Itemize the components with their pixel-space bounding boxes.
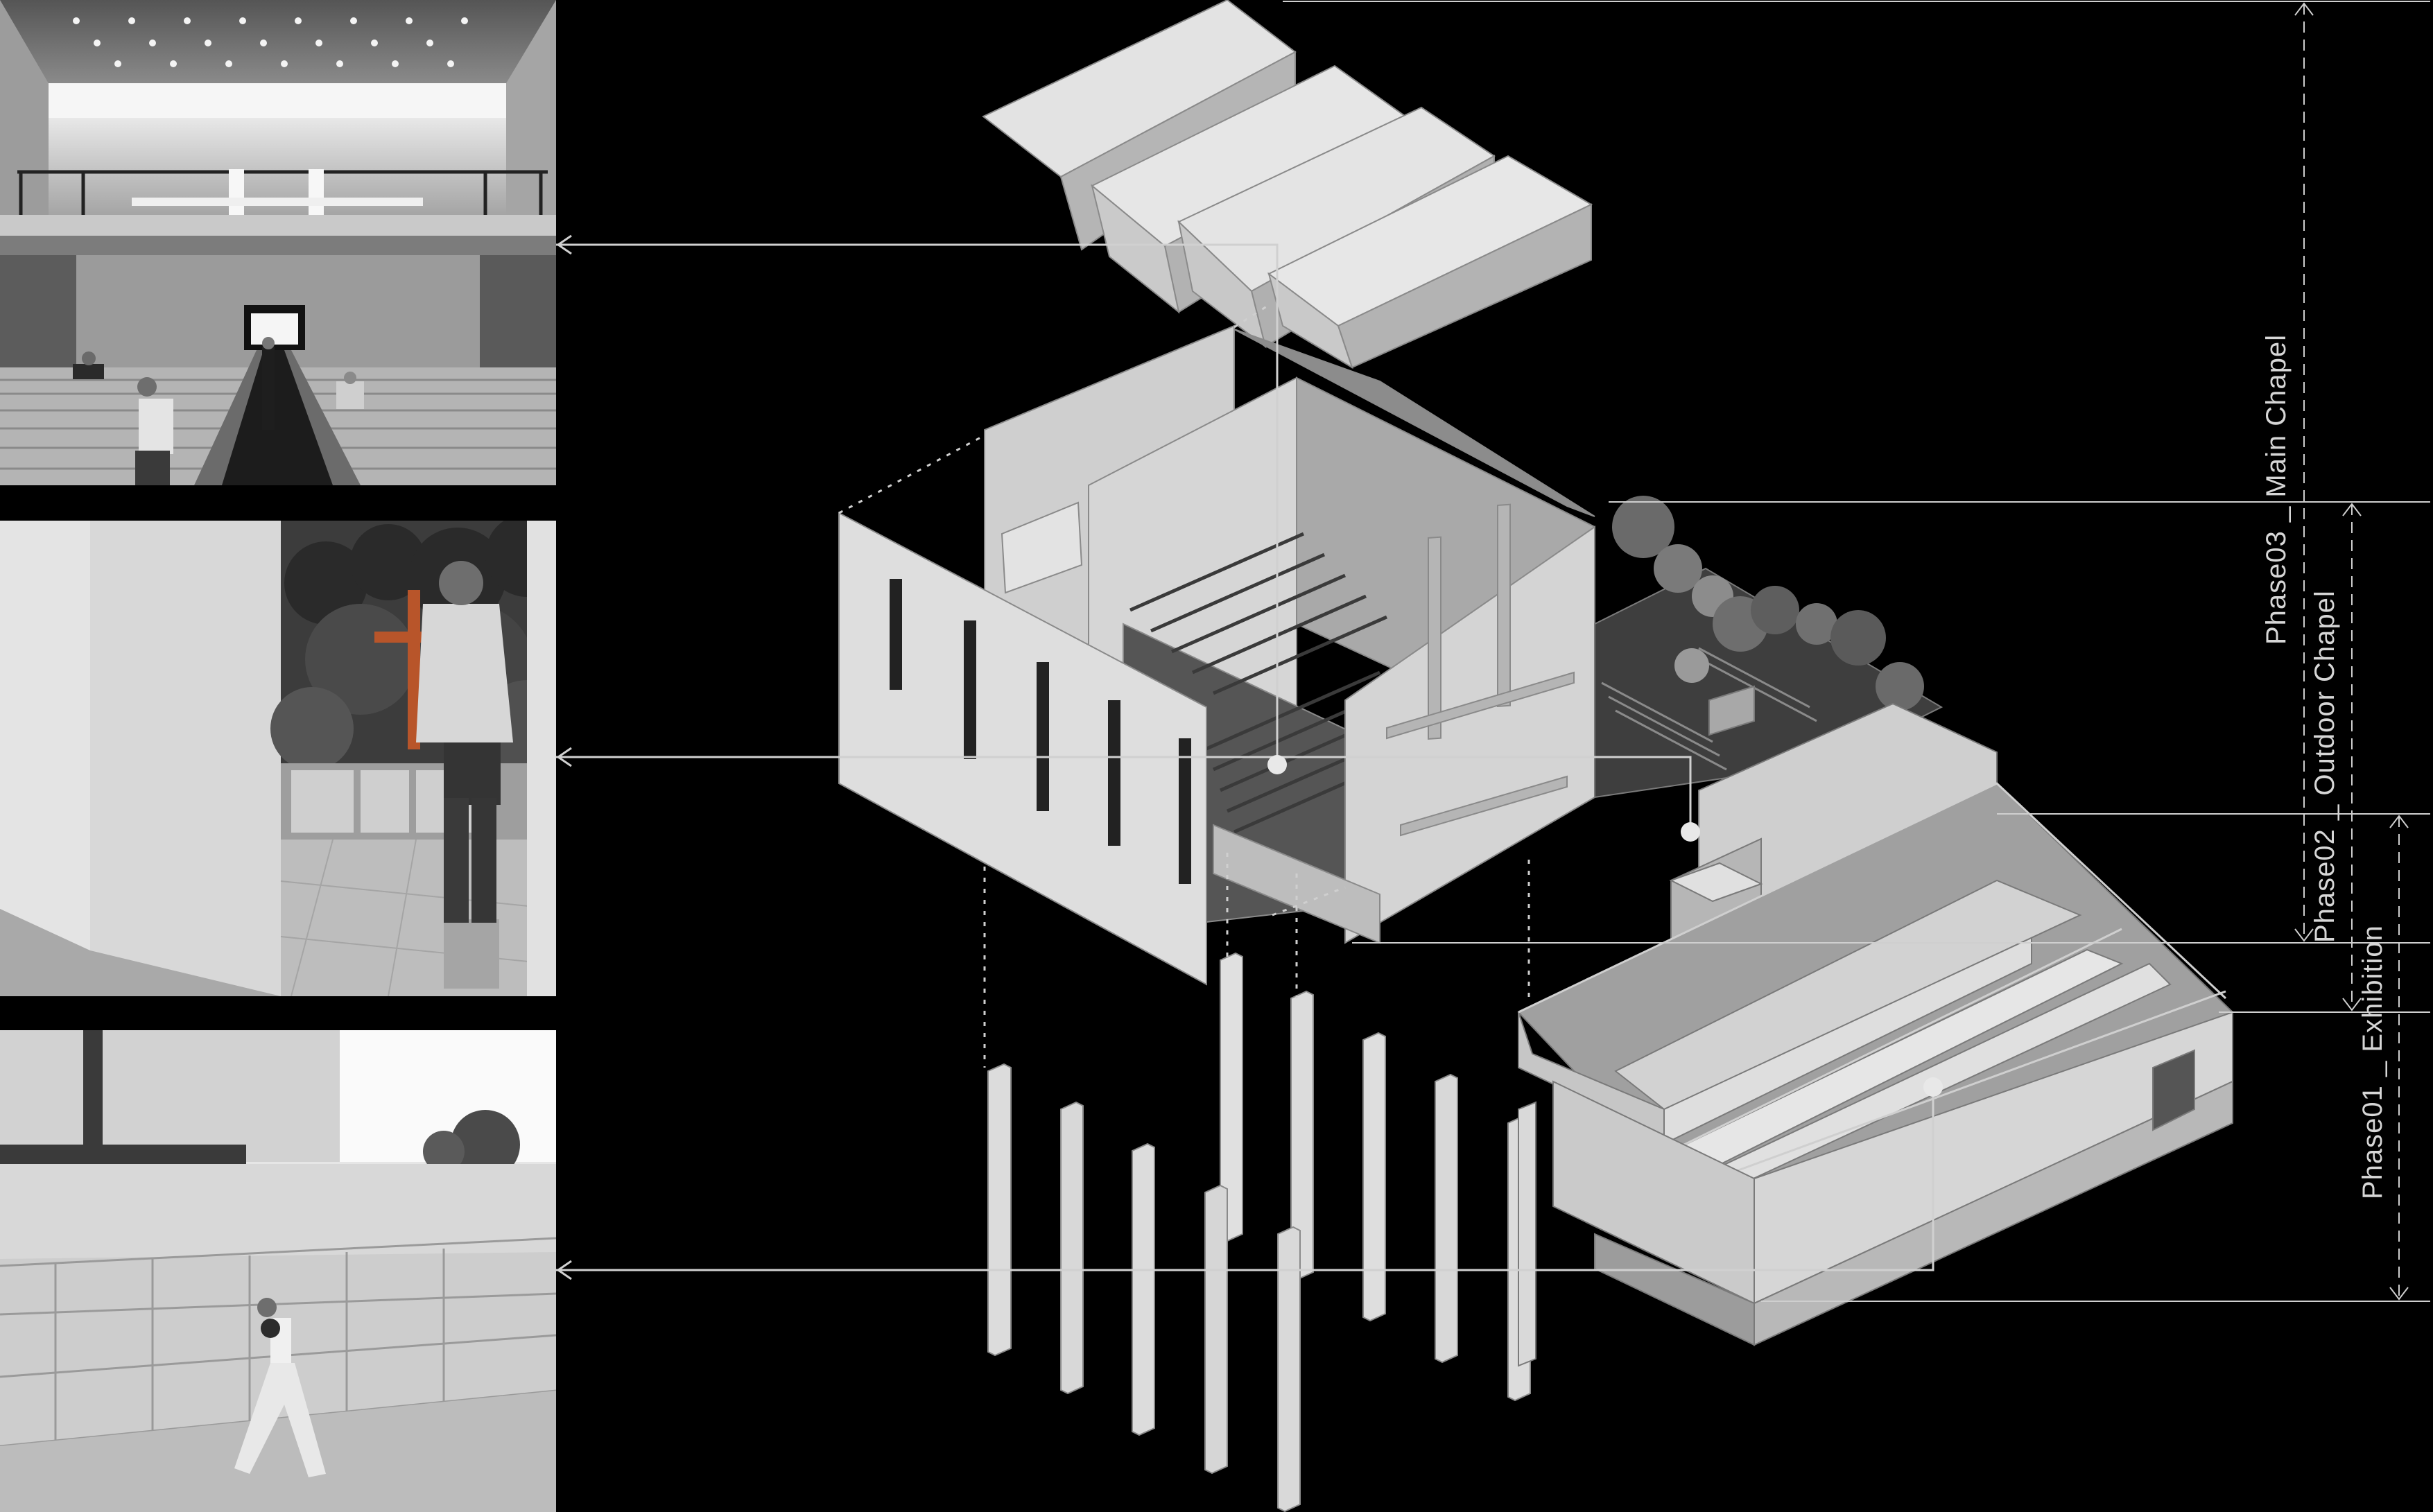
phase01-label: Phase01 _ Exhibition [2357,925,2388,1199]
ceiling-lights [73,17,468,67]
column [1204,1184,1228,1475]
chapel-side-wall [838,512,1207,986]
phase02-label: Phase02 _ Outdoor Chapel [2310,590,2340,943]
leader-exhibition [556,1087,1934,1271]
panel-interior-chapel [0,0,556,485]
leader-interior [556,243,1279,763]
exhibition-entrance [2152,1049,2195,1131]
leader-dots [1267,755,1943,1097]
ramp-railings [1518,782,2227,1194]
balcony-railing [17,170,548,215]
chapel-slit-windows [890,579,1191,884]
exhibition-volume [1517,702,2234,1367]
roof-plates [982,0,1593,370]
leader-lines [556,243,1934,1271]
column [987,1063,1012,1357]
phase03-label: Phase03 _ Main Chapel [2261,334,2292,645]
tree [451,1110,520,1179]
panel-outdoor-chapel [0,521,556,996]
column [1277,1226,1301,1512]
outdoor-chapel-render [0,521,556,996]
column [1132,1142,1155,1436]
person [416,561,513,989]
leader-outdoor [556,756,1692,832]
garden-trees [1612,496,1924,711]
phase-brackets [1283,1,2430,1302]
column [1435,1073,1458,1364]
explode-guides [838,304,1530,1068]
main-chapel-volume [838,324,1595,986]
panel-exhibition-ramp [0,1030,556,1512]
facade-cross-icon [1386,503,1575,837]
interior-chapel-render [0,0,556,485]
column [1362,1032,1386,1322]
roof-plate-4 [1267,155,1593,370]
column [1060,1101,1084,1395]
walking-person [234,1298,326,1477]
exhibition-ramp-render [0,1030,556,1512]
people [73,337,364,485]
columns [987,952,1531,1512]
